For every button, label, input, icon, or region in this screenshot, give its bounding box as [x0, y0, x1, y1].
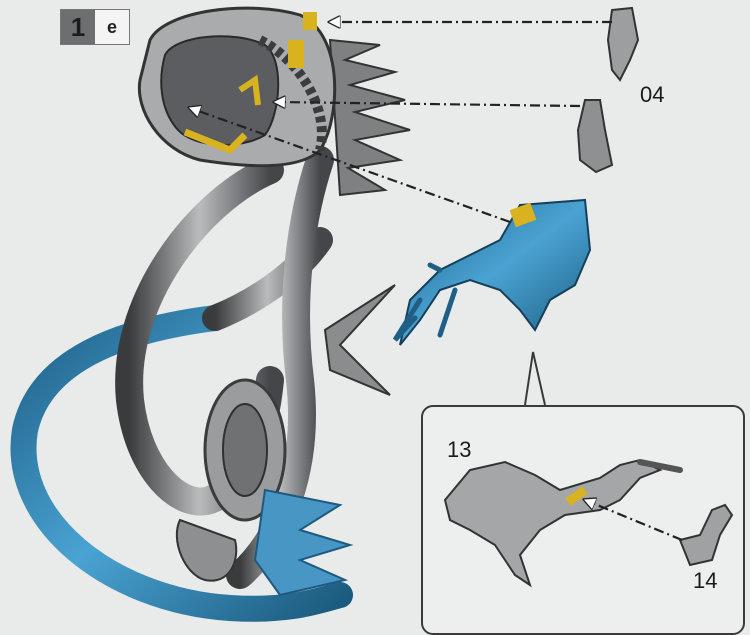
callout-pointer: [525, 352, 545, 405]
part-label-14: 14: [693, 568, 717, 594]
part-13-piece: [445, 460, 660, 585]
glue-mark-neck-3: [288, 40, 304, 68]
part-14-piece: [680, 505, 732, 565]
leader-14: [585, 500, 682, 540]
part-04-piece-upper: [608, 8, 638, 80]
base-coil-inner: [223, 404, 267, 496]
lower-spines: [325, 285, 395, 395]
base-ornament: [177, 520, 236, 581]
part-label-04: 04: [640, 82, 664, 108]
claw-talon-3: [430, 265, 440, 270]
neck-cavity: [161, 36, 278, 145]
part-label-13: 13: [447, 437, 471, 463]
claw-blue: [400, 200, 590, 345]
glue-mark-neck-4: [303, 12, 317, 30]
bottom-fin: [255, 490, 350, 595]
claw-talon-2: [440, 290, 455, 335]
part-04-piece-lower: [578, 100, 612, 172]
